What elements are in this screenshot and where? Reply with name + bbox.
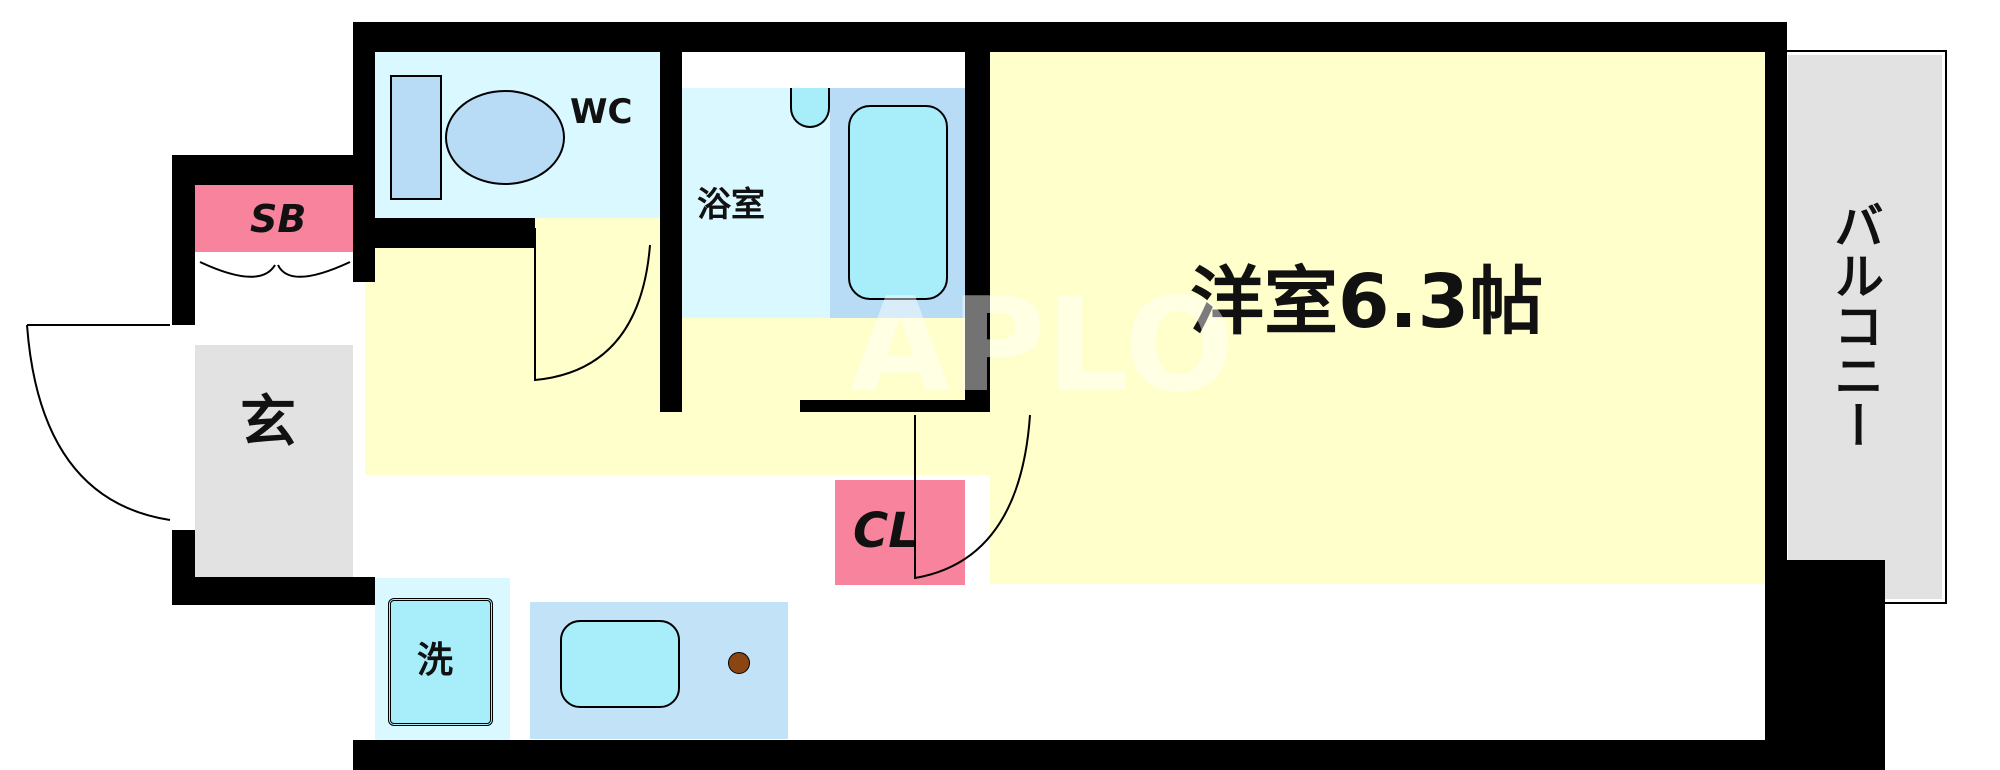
western-room-label: 洋室6.3帖 xyxy=(1190,259,1544,345)
entrance-label: 玄 xyxy=(240,390,296,455)
bath-wall-right xyxy=(965,52,990,412)
entrance-floor xyxy=(195,345,353,577)
door-swings xyxy=(26,228,1031,580)
washer-label: 洗 xyxy=(417,640,454,681)
bathroom-label: 浴室 xyxy=(697,185,765,225)
stove-burner xyxy=(728,652,750,674)
balcony-floor xyxy=(1783,50,1947,604)
toilet-wall-bottom xyxy=(375,218,535,248)
kitchen-sink xyxy=(560,620,680,708)
wall-left-upper xyxy=(353,22,375,282)
entrance-wall-top xyxy=(172,155,375,185)
balcony-label: バルコニー xyxy=(1826,200,1884,450)
watermark: APLO xyxy=(850,269,1235,421)
wall-bottom xyxy=(353,740,1785,770)
shoe-box: SB xyxy=(195,185,353,252)
entrance-wall-bottom xyxy=(172,577,375,605)
closet-label: CL xyxy=(853,503,919,559)
toilet-wall-right xyxy=(660,52,682,412)
toilet-label: WC xyxy=(570,92,633,132)
floor-plan: SB CL 洗 WC 浴室 玄 洋室6.3帖 バルコニー APLO xyxy=(26,22,1947,770)
wall-top xyxy=(353,22,1785,52)
western-room-floor xyxy=(990,52,1765,584)
bathtub xyxy=(848,105,948,300)
wall-right xyxy=(1765,22,1787,622)
closet: CL xyxy=(835,480,965,585)
bath-sink xyxy=(790,88,830,128)
toilet-bowl xyxy=(445,90,565,185)
bath-wall-bottom xyxy=(800,400,990,412)
entrance-wall-left xyxy=(172,155,195,325)
shoe-box-label: SB xyxy=(250,197,307,241)
toilet-tank xyxy=(390,75,442,200)
